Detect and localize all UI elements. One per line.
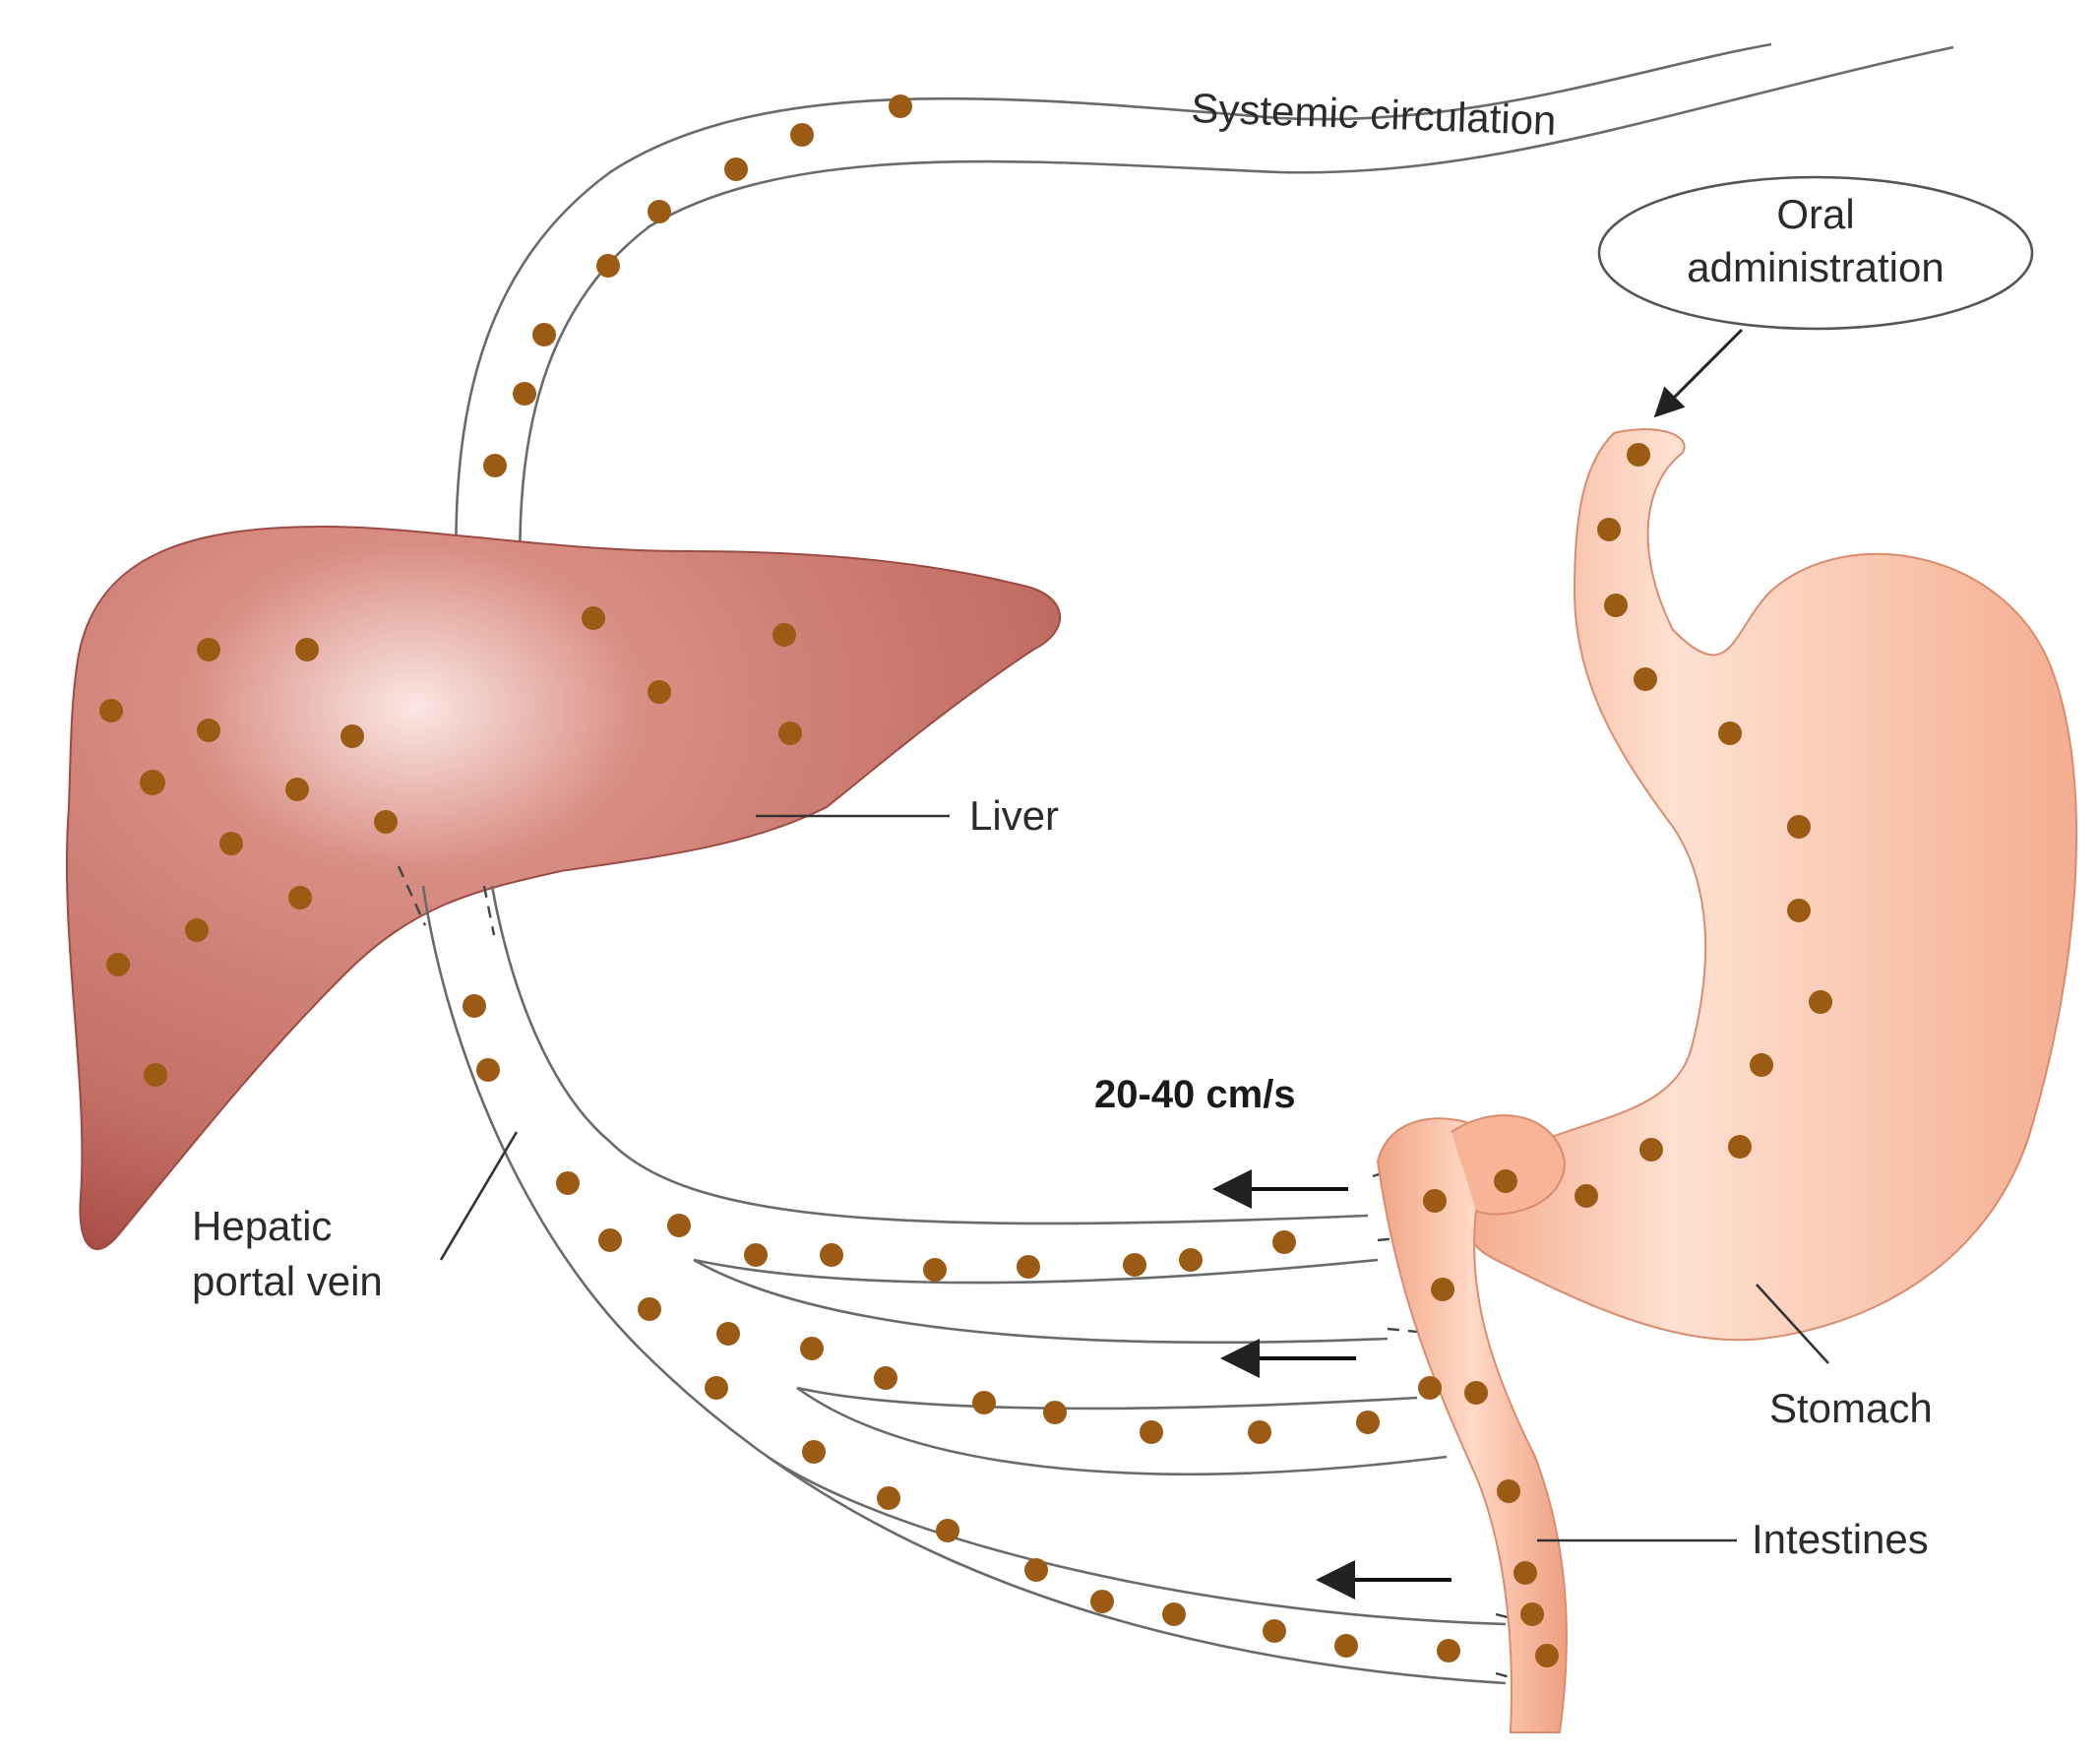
particle — [1043, 1401, 1067, 1424]
particle — [790, 123, 814, 147]
particle — [106, 953, 130, 976]
particle — [483, 454, 507, 477]
particle — [1431, 1278, 1454, 1301]
particle — [99, 699, 123, 722]
stomach-label: Stomach — [1769, 1385, 1933, 1431]
particle — [820, 1243, 843, 1267]
stomach-leader — [1756, 1284, 1829, 1364]
particle — [1718, 722, 1742, 745]
particle — [744, 1243, 768, 1267]
particle — [1272, 1230, 1296, 1254]
particle — [596, 254, 620, 278]
particle — [1535, 1644, 1559, 1667]
particle — [923, 1258, 947, 1282]
velocity-label: 20-40 cm/s — [1094, 1073, 1296, 1116]
particle — [197, 719, 220, 742]
particle — [1090, 1590, 1114, 1613]
particle — [1597, 518, 1621, 541]
particle — [1809, 990, 1832, 1014]
particle — [638, 1297, 661, 1321]
oral-label-line1: Oral — [1776, 191, 1854, 237]
particle — [1334, 1634, 1358, 1658]
particle — [1123, 1253, 1146, 1277]
particle — [1604, 594, 1628, 617]
particle — [705, 1376, 728, 1400]
particle — [1787, 815, 1811, 839]
particle — [1024, 1558, 1048, 1582]
particle — [374, 810, 398, 834]
particle — [1263, 1619, 1286, 1643]
particle — [513, 382, 536, 406]
particle — [1728, 1135, 1752, 1159]
particle — [1627, 443, 1650, 467]
particle — [1464, 1381, 1488, 1405]
oral-administration-bubble — [1597, 175, 2034, 331]
particle — [219, 832, 243, 855]
intestines-label: Intestines — [1752, 1516, 1929, 1562]
systemic-circulation-label: Systemic circulation — [1191, 85, 1558, 144]
particle — [140, 770, 165, 795]
particle — [285, 778, 309, 801]
particle — [598, 1228, 622, 1252]
particle — [463, 994, 486, 1018]
particle — [874, 1366, 897, 1390]
particle — [532, 323, 556, 346]
particle — [288, 886, 312, 910]
hepatic-label-line1: Hepatic — [192, 1203, 332, 1249]
particle — [1017, 1255, 1040, 1279]
particle — [340, 724, 364, 748]
particle — [936, 1519, 959, 1542]
particle — [185, 918, 209, 942]
particle — [1520, 1602, 1544, 1626]
hepatic-label-line2: portal vein — [192, 1258, 383, 1304]
particle — [778, 722, 802, 745]
particle — [800, 1337, 824, 1360]
particle — [1356, 1411, 1380, 1434]
particle — [1575, 1184, 1598, 1208]
particle — [1787, 899, 1811, 922]
particle — [1140, 1420, 1163, 1444]
particle — [295, 638, 319, 661]
particle — [1418, 1376, 1442, 1400]
particle — [1179, 1248, 1203, 1272]
particle — [476, 1058, 500, 1082]
particle — [802, 1440, 826, 1464]
flow-arrows — [1212, 1169, 1451, 1600]
particle — [1248, 1420, 1271, 1444]
leader-lines — [439, 814, 1829, 1542]
oral-administration-callout: Oral administration — [1597, 175, 2034, 418]
particle — [1639, 1138, 1663, 1161]
particle — [1513, 1561, 1537, 1585]
particle — [724, 157, 748, 181]
oral-label-line2: administration — [1687, 244, 1944, 290]
particle — [648, 200, 671, 223]
particle — [877, 1486, 900, 1510]
particle — [1497, 1479, 1520, 1503]
hepatic-portal-vein — [397, 865, 1551, 1690]
particle — [667, 1214, 691, 1237]
particle — [144, 1063, 167, 1087]
particle — [772, 623, 796, 647]
stomach — [1457, 428, 2078, 1342]
particle — [972, 1391, 996, 1414]
particle — [1750, 1053, 1773, 1077]
particle — [1423, 1189, 1447, 1213]
particle — [1634, 667, 1657, 691]
liver-label: Liver — [969, 792, 1059, 839]
hepatic-portal-leader — [439, 1131, 519, 1261]
drug-particles — [99, 94, 1832, 1667]
particle — [1437, 1639, 1460, 1663]
particle — [1494, 1169, 1517, 1193]
particle — [197, 638, 220, 661]
particle — [889, 94, 912, 118]
particle — [556, 1171, 580, 1195]
oral-arrow — [1653, 328, 1744, 418]
particle — [1162, 1602, 1186, 1626]
particle — [648, 680, 671, 704]
liver — [65, 525, 1061, 1250]
particle — [582, 606, 605, 630]
particle — [716, 1322, 740, 1346]
